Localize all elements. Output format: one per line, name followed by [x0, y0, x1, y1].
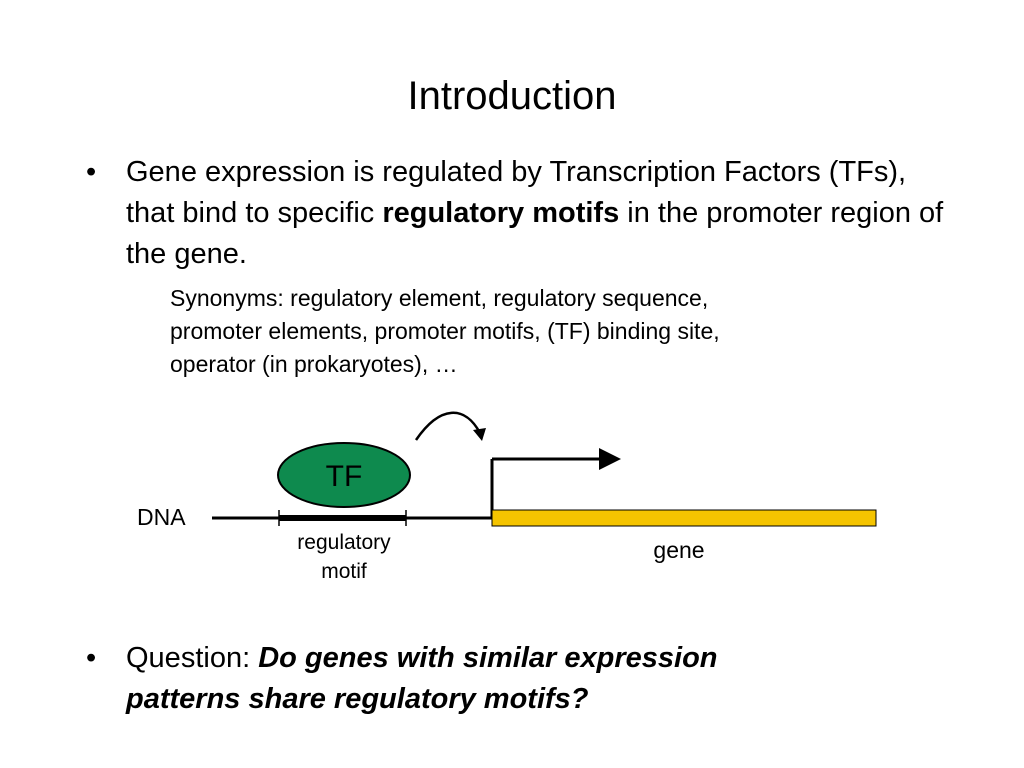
bullet-text: Gene expression is regulated by Transcri…: [126, 152, 946, 275]
synonyms-line-2: promoter elements, promoter motifs, (TF)…: [170, 318, 720, 344]
bullet-text-part1: Gene expression is regulated by Transcri…: [126, 156, 907, 229]
slide-title: Introduction: [407, 74, 617, 118]
bullet-text-part2: in the promoter region of the gene.: [126, 197, 944, 270]
bullet-marker: •: [86, 156, 97, 188]
question-label: Question:: [126, 642, 259, 674]
synonyms-line-1: Synonyms: regulatory element, regulatory…: [170, 285, 709, 311]
bullet-bold-term: regulatory motifs: [382, 197, 620, 229]
promoter-diagram: TF DNA regulatory motif gene: [137, 411, 877, 583]
synonyms-line-3: operator (in prokaryotes), …: [170, 351, 458, 377]
motif-label-line2: motif: [321, 560, 367, 583]
question-line-2: patterns share regulatory motifs?: [126, 683, 589, 715]
bullet-question: • Question: Do genes with similar expres…: [86, 638, 946, 720]
bullet-gene-expression: • Gene expression is regulated by Transc…: [86, 152, 946, 275]
synonyms-note: Synonyms: regulatory element, regulatory…: [170, 282, 890, 381]
tf-label: TF: [326, 460, 363, 493]
tss-arrow-head: [599, 448, 621, 470]
curved-arrow-head: [473, 428, 486, 441]
tf-ellipse: [277, 442, 411, 508]
question-line-1: Do genes with similar expression: [258, 642, 718, 674]
curved-arrow: [414, 411, 482, 441]
motif-label-line1: regulatory: [297, 531, 391, 554]
dna-label: DNA: [137, 504, 186, 530]
gene-bar: [491, 509, 877, 527]
gene-label: gene: [653, 537, 704, 563]
bullet-marker: •: [86, 642, 97, 674]
bullet-text: Question: Do genes with similar expressi…: [126, 638, 946, 720]
